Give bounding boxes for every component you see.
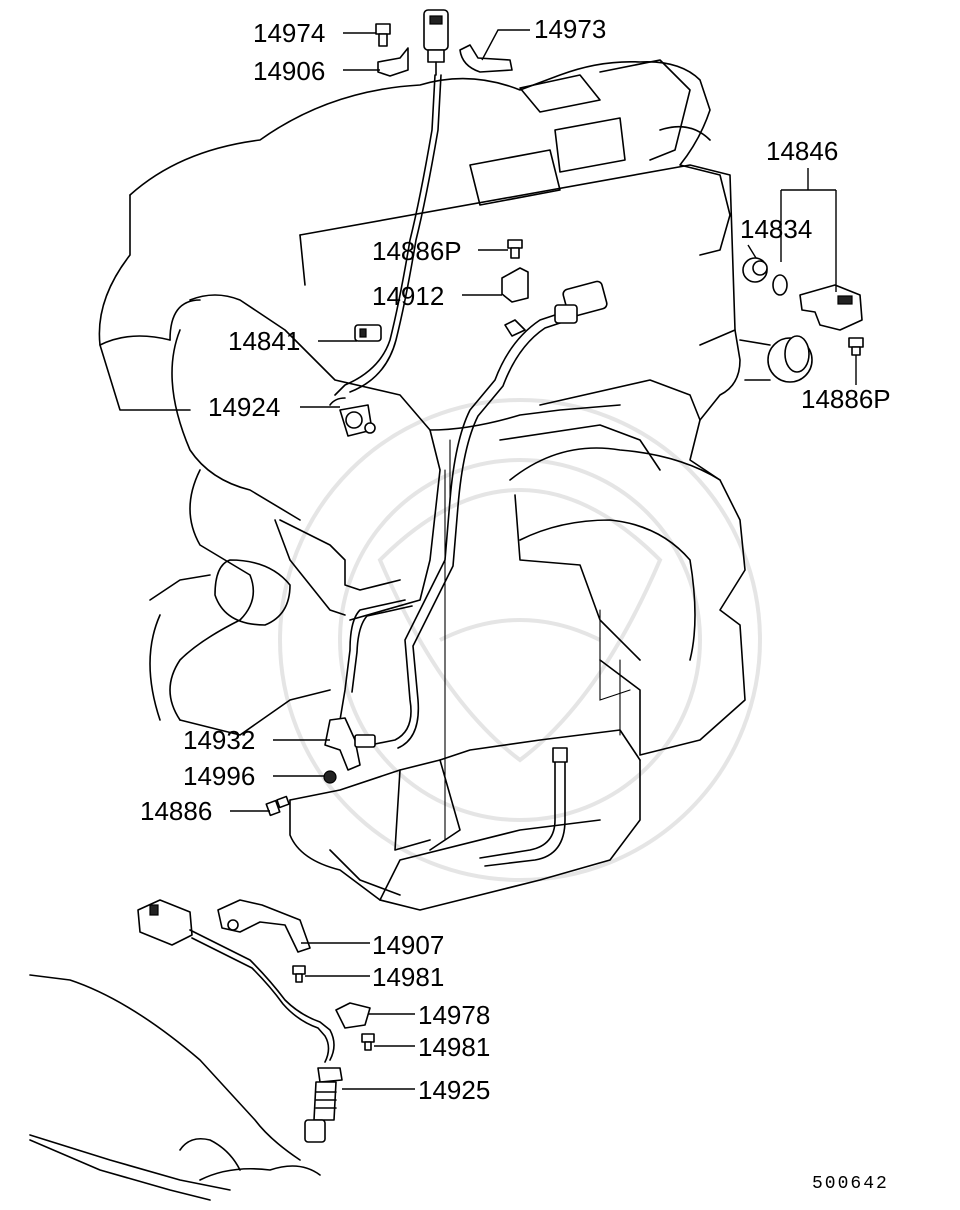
harness bbox=[334, 74, 576, 749]
leader-lines bbox=[230, 29, 857, 1090]
bolt-14886P-right bbox=[848, 337, 864, 356]
oring-14996 bbox=[323, 770, 337, 784]
diagram-code: 500642 bbox=[812, 1174, 889, 1194]
callout-14925: 14925 bbox=[418, 1075, 490, 1105]
engine-assembly bbox=[98, 59, 813, 911]
callout-14981-b: 14981 bbox=[418, 1032, 490, 1062]
o2-sensor-assembly bbox=[29, 899, 375, 1201]
callout-14834: 14834 bbox=[740, 214, 812, 244]
sensor-14932 bbox=[324, 717, 376, 771]
callout-14912: 14912 bbox=[372, 281, 444, 311]
callout-14886P-a: 14886P bbox=[372, 236, 462, 266]
callout-14973: 14973 bbox=[534, 14, 606, 44]
bolt-14886P-middle bbox=[507, 239, 523, 259]
watermark-emblem bbox=[278, 398, 762, 882]
bolt-14886 bbox=[265, 795, 290, 817]
callout-14978: 14978 bbox=[418, 1000, 490, 1030]
bolt-14974 bbox=[375, 23, 391, 47]
callout-14886: 14886 bbox=[140, 796, 212, 826]
callout-14907: 14907 bbox=[372, 930, 444, 960]
callout-14906: 14906 bbox=[253, 56, 325, 86]
callout-14924: 14924 bbox=[208, 392, 280, 422]
callout-14974: 14974 bbox=[253, 18, 325, 48]
callout-14996: 14996 bbox=[183, 761, 255, 791]
clip-14973 bbox=[459, 44, 513, 73]
callout-14981-a: 14981 bbox=[372, 962, 444, 992]
callout-labels: 14974 14906 14973 14846 14834 14886P 149… bbox=[140, 14, 891, 1194]
callout-14932: 14932 bbox=[183, 725, 255, 755]
sensor-14841 bbox=[354, 324, 382, 342]
knock-sensor-14924 bbox=[329, 397, 376, 437]
bracket-14912 bbox=[501, 267, 529, 337]
sensor-connector-center bbox=[554, 280, 608, 324]
callout-14841: 14841 bbox=[228, 326, 300, 356]
cam-sensor-14846 bbox=[772, 274, 863, 331]
connector-top bbox=[423, 9, 449, 76]
callout-14846: 14846 bbox=[766, 136, 838, 166]
bracket-14906 bbox=[377, 47, 409, 77]
callout-14886P-b: 14886P bbox=[801, 384, 891, 414]
